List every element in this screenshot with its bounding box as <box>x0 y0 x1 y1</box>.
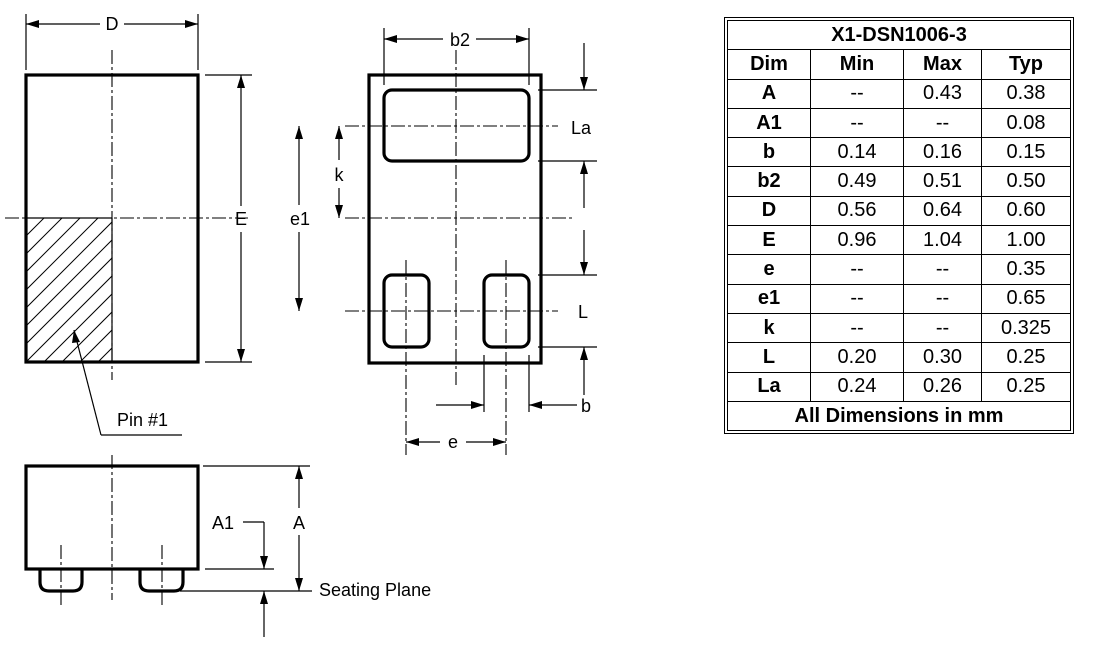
cell-dim: A1 <box>727 107 811 139</box>
cell-dim: b <box>727 137 811 168</box>
cell-typ: 0.35 <box>981 254 1071 285</box>
table-row: D 0.56 0.64 0.60 <box>727 195 1071 227</box>
cell-min: 0.96 <box>810 225 904 256</box>
dim-label-b: b <box>581 396 591 416</box>
table-row: b2 0.49 0.51 0.50 <box>727 166 1071 197</box>
header-typ: Typ <box>981 49 1071 80</box>
dim-label-A1: A1 <box>212 513 234 533</box>
cell-dim: L <box>727 342 811 373</box>
cell-dim: La <box>727 371 811 402</box>
cell-max: 0.51 <box>903 166 982 197</box>
cell-dim: D <box>727 195 811 227</box>
cell-min: -- <box>810 107 904 139</box>
table-footer: All Dimensions in mm <box>727 400 1071 432</box>
cell-max: -- <box>903 254 982 285</box>
table-row: A -- 0.43 0.38 <box>727 78 1071 109</box>
bottom-view: b2 La k e1 L b <box>290 28 597 455</box>
cell-typ: 0.65 <box>981 283 1071 314</box>
cell-typ: 0.25 <box>981 371 1071 402</box>
header-max: Max <box>903 49 982 80</box>
dim-label-D: D <box>106 14 119 34</box>
table-row: A1 -- -- 0.08 <box>727 107 1071 139</box>
cell-dim: b2 <box>727 166 811 197</box>
dim-label-k: k <box>335 165 345 185</box>
cell-typ: 0.15 <box>981 137 1071 168</box>
cell-max: -- <box>903 107 982 139</box>
table-row: L 0.20 0.30 0.25 <box>727 342 1071 373</box>
cell-max: 0.43 <box>903 78 982 109</box>
table-row: e1 -- -- 0.65 <box>727 283 1071 314</box>
cell-typ: 0.38 <box>981 78 1071 109</box>
header-min: Min <box>810 49 904 80</box>
table-row: k -- -- 0.325 <box>727 312 1071 344</box>
header-dim: Dim <box>727 49 811 80</box>
cell-min: -- <box>810 78 904 109</box>
pin1-label: Pin #1 <box>117 410 168 430</box>
cell-dim: e <box>727 254 811 285</box>
cell-dim: e1 <box>727 283 811 314</box>
bottom-view-body <box>367 73 543 365</box>
cell-typ: 1.00 <box>981 225 1071 256</box>
cell-typ: 0.25 <box>981 342 1071 373</box>
cell-min: 0.14 <box>810 137 904 168</box>
table-row: b 0.14 0.16 0.15 <box>727 137 1071 168</box>
table-row: E 0.96 1.04 1.00 <box>727 225 1071 256</box>
cell-typ: 0.325 <box>981 312 1071 344</box>
table-header-row: Dim Min Max Typ <box>727 49 1071 80</box>
cell-max: 1.04 <box>903 225 982 256</box>
dim-label-L: L <box>578 302 588 322</box>
dim-label-E: E <box>235 209 247 229</box>
cell-max: 0.30 <box>903 342 982 373</box>
dim-label-e: e <box>448 432 458 452</box>
side-view: A A1 Seating Plane <box>24 455 431 637</box>
table-row: e -- -- 0.35 <box>727 254 1071 285</box>
dimension-table: X1-DSN1006-3 Dim Min Max Typ A -- 0.43 0… <box>724 16 1074 435</box>
cell-min: -- <box>810 312 904 344</box>
cell-dim: k <box>727 312 811 344</box>
cell-max: -- <box>903 312 982 344</box>
cell-typ: 0.50 <box>981 166 1071 197</box>
dim-label-La: La <box>571 118 592 138</box>
cell-max: 0.26 <box>903 371 982 402</box>
cell-min: -- <box>810 254 904 285</box>
seating-plane-label: Seating Plane <box>319 580 431 600</box>
cell-dim: A <box>727 78 811 109</box>
cell-typ: 0.08 <box>981 107 1071 139</box>
table-title: X1-DSN1006-3 <box>727 19 1071 51</box>
cell-max: 0.64 <box>903 195 982 227</box>
cell-max: -- <box>903 283 982 314</box>
dim-label-e1: e1 <box>290 209 310 229</box>
cell-min: 0.20 <box>810 342 904 373</box>
cell-typ: 0.60 <box>981 195 1071 227</box>
cell-min: 0.24 <box>810 371 904 402</box>
table-row: La 0.24 0.26 0.25 <box>727 371 1071 402</box>
cell-min: 0.49 <box>810 166 904 197</box>
cell-min: 0.56 <box>810 195 904 227</box>
dim-label-A: A <box>293 513 305 533</box>
cell-max: 0.16 <box>903 137 982 168</box>
cell-min: -- <box>810 283 904 314</box>
cell-dim: E <box>727 225 811 256</box>
pin1-hatch-area <box>26 218 112 362</box>
dim-label-b2: b2 <box>450 30 470 50</box>
top-view: D E Pin #1 <box>5 14 252 436</box>
